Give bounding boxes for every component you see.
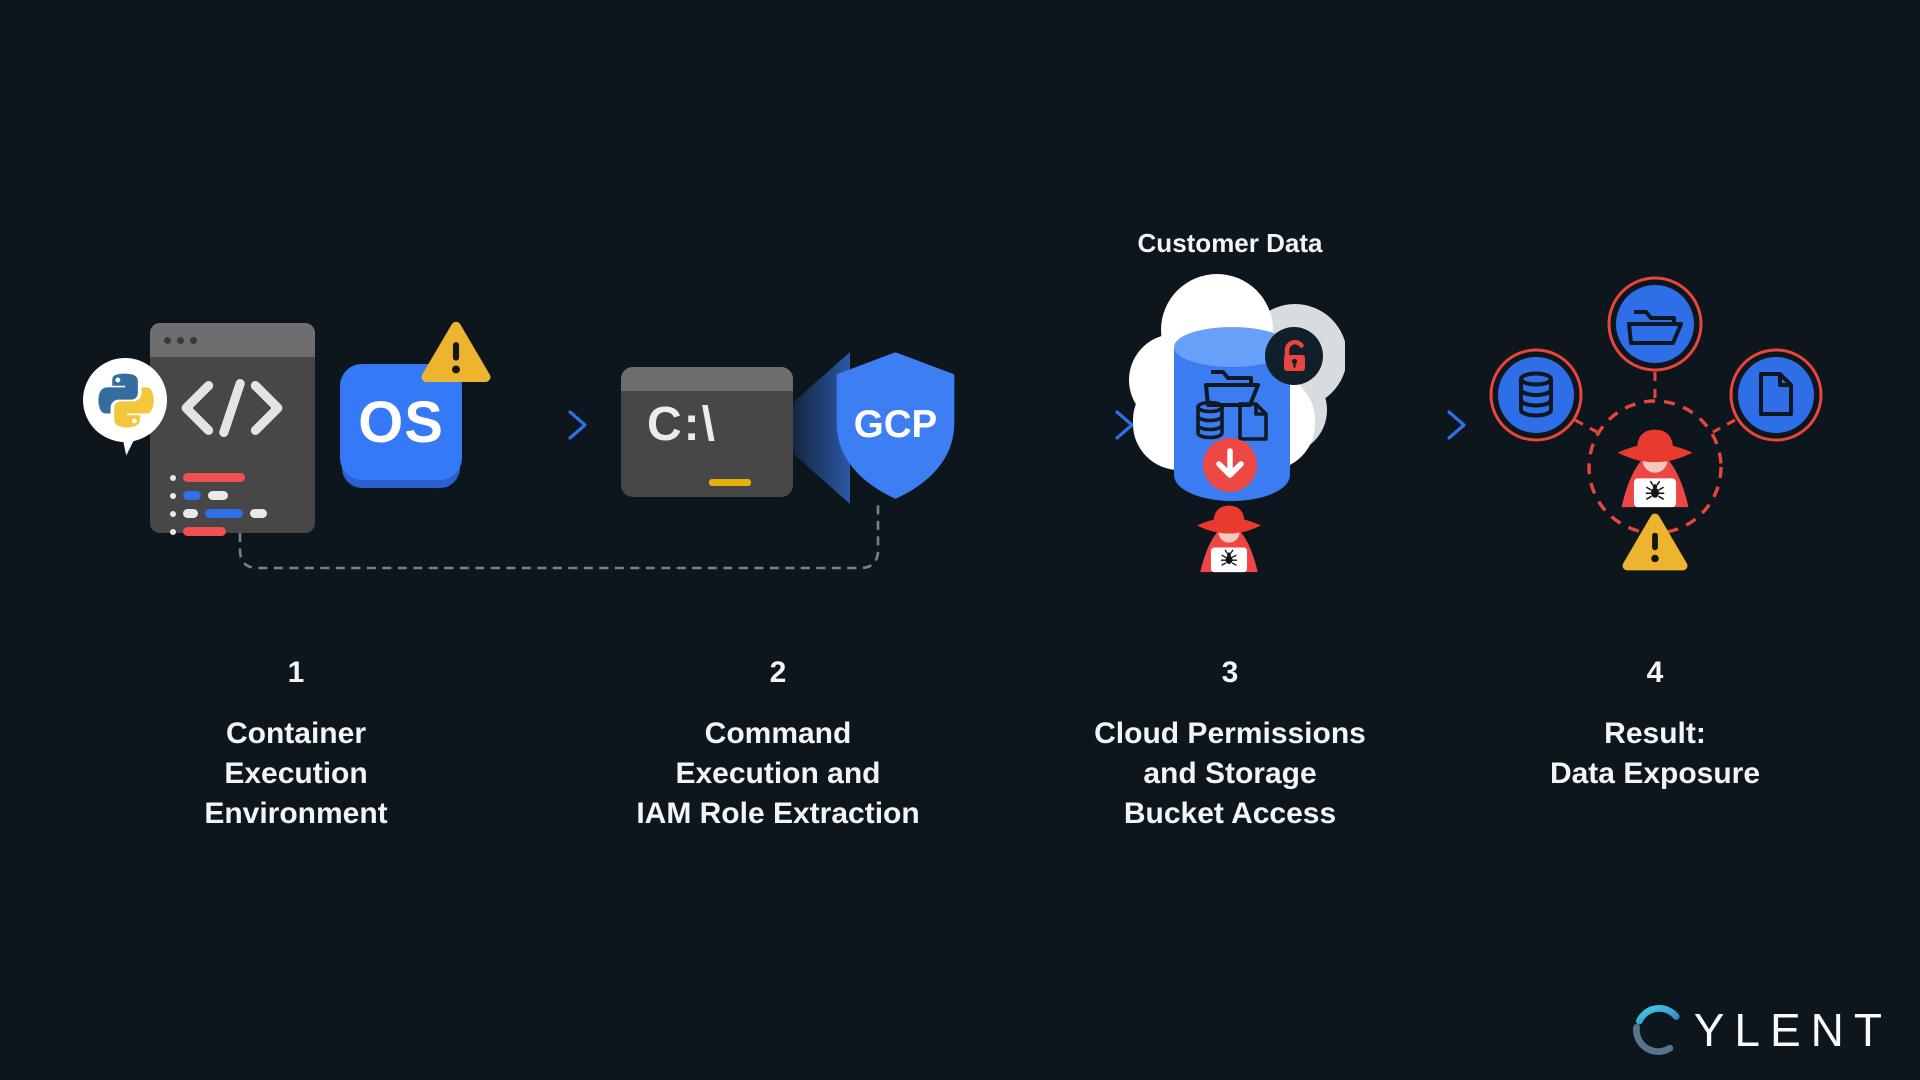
dashed-feedback-connector [220, 490, 900, 590]
gcp-shield-icon: GCP [828, 348, 963, 508]
hacker-icon [1607, 421, 1703, 514]
os-badge-label: OS [358, 389, 444, 455]
unlocked-padlock-icon [1284, 339, 1305, 371]
window-dot-icon [190, 336, 197, 344]
warning-triangle-icon [421, 321, 491, 390]
flow-arrow-icon [970, 405, 1155, 450]
document-icon [1759, 372, 1793, 416]
step-3-label: 3 Cloud Permissions and Storage Bucket A… [1040, 656, 1420, 834]
unlocked-padlock-badge [1265, 327, 1323, 385]
step-number: 3 [1221, 656, 1239, 689]
open-folder-icon [1627, 310, 1683, 345]
warning-triangle-icon [1622, 513, 1688, 578]
terminal-prompt: C:\ [647, 398, 717, 451]
code-lines [170, 473, 267, 536]
database-circle [1489, 348, 1583, 442]
document-icon [1238, 402, 1268, 441]
python-bubble [83, 358, 167, 442]
terminal-window: C:\ [621, 367, 793, 497]
folder-circle [1607, 276, 1703, 372]
hacker-icon [1188, 498, 1270, 579]
data-exposure-cluster [1455, 260, 1855, 595]
document-circle [1729, 348, 1823, 442]
step-2-label: 2 Command Execution and IAM Role Extract… [588, 656, 968, 834]
brand-logo: YLENT [1630, 1002, 1892, 1058]
flow-arrow-icon [1350, 405, 1487, 450]
brand-wordmark: YLENT [1693, 1004, 1892, 1056]
os-badge: OS [340, 364, 462, 480]
editor-titlebar [150, 323, 315, 357]
terminal-titlebar [621, 367, 793, 391]
down-arrow-icon [1216, 448, 1244, 478]
step-1-label: 1 Container Execution Environment [146, 656, 446, 834]
terminal-cursor [709, 479, 751, 486]
window-dot-icon [164, 336, 171, 344]
database-icon [1519, 371, 1553, 418]
cloud-data-label: Customer Data [1137, 228, 1323, 258]
flow-arrow-icon [478, 405, 608, 450]
step-number: 4 [1646, 656, 1664, 689]
window-dot-icon [177, 336, 184, 344]
step-4-label: 4 Result: Data Exposure [1465, 656, 1845, 794]
cylent-c-ring-icon [1632, 1005, 1680, 1055]
download-arrow-badge [1203, 438, 1257, 492]
code-editor-window [150, 323, 315, 536]
python-logo-icon [98, 373, 154, 428]
step-number: 1 [287, 656, 305, 689]
step-number: 2 [769, 656, 787, 689]
code-tag-icon [176, 375, 288, 446]
database-icon [1196, 400, 1224, 440]
gcp-shield-label: GCP [854, 403, 938, 446]
